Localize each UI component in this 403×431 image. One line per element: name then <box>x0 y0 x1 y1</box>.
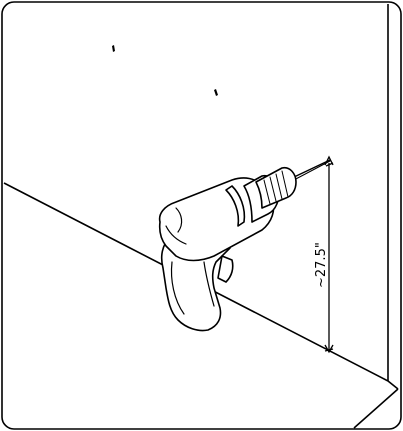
drill-band <box>225 185 246 227</box>
dimension-line <box>324 155 334 354</box>
floor-diagonal-edge <box>353 388 399 429</box>
drill-handle <box>160 235 231 332</box>
drill-icon <box>158 159 331 332</box>
drill-chuck <box>255 166 297 209</box>
drill-bit-icon <box>291 159 331 182</box>
mark-dot-icon <box>214 89 218 96</box>
corner-floor-edge <box>387 380 399 390</box>
mark-dot-icon <box>112 45 115 52</box>
drill-trigger <box>217 255 234 283</box>
arrow-icon <box>324 344 334 354</box>
dimension-tick-top <box>325 162 334 167</box>
wall-marks <box>112 45 218 96</box>
dimension-tick-bottom <box>324 348 334 352</box>
drill-body <box>158 177 275 262</box>
dimension-label: ~27.5" <box>314 242 329 288</box>
